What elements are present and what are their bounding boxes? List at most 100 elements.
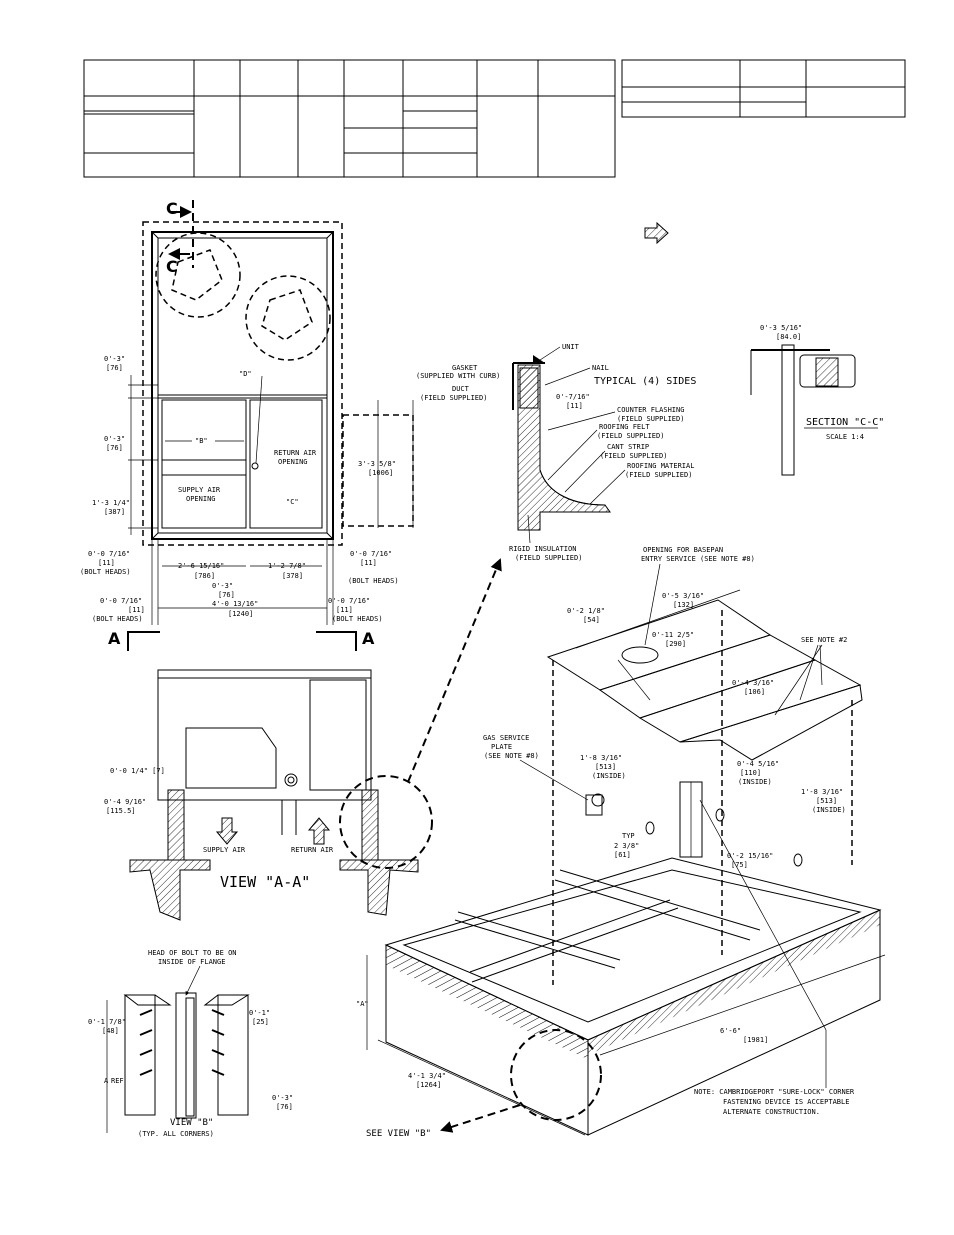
dim-right-ft: 3'-3 5/8" [358,460,396,468]
dim-bolt-right-mm: [11] [360,559,377,567]
section-cc-scale: SCALE 1:4 [826,433,864,441]
iso-dim-1264-ft: 4'-1 3/4" [408,1072,446,1080]
dim-left-1-ft: 0'-3" [104,355,125,363]
iso-dim-513-left-mm: [513] [595,763,616,771]
section-a-label-left: A [108,629,121,648]
dim-left-2-mm: [76] [106,444,123,452]
section-cc-dim-ft: 0'-3 5/16" [760,324,802,332]
dim-overall-mm: [1240] [228,610,253,618]
roofing-felt-label-2: (FIELD SUPPLIED) [597,432,664,440]
view-aa: 0'-0 1/4" [7] 0'-4 9/16" [115.5] SUPPLY … [104,558,502,921]
dim-supply-width-ft: 2'-6 15/16" [178,562,224,570]
weight-table [621,59,906,118]
view-b-ref: REF [111,1077,124,1085]
view-b: HEAD OF BOLT TO BE ON INSIDE OF FLANGE 0… [88,949,293,1138]
typical-curb-detail: UNIT GASKET (SUPPLIED WITH CURB) NAIL TY… [416,343,696,562]
iso-note-line-2: FASTENING DEVICE IS ACCEPTABLE [723,1098,849,1106]
dim-bolt-left-2-mm: [11] [128,606,145,614]
iso-dim-typ-label: TYP [622,832,635,840]
view-aa-dim-1: 0'-0 1/4" [7] [110,767,165,775]
view-b-subtitle: (TYP. ALL CORNERS) [138,1130,214,1138]
curb-spec-table [83,59,616,178]
view-b-dim-3-mm: [76] [276,1103,293,1111]
gas-plate-label-3: (SEE NOTE #8) [484,752,539,760]
label-d: "D" [239,370,252,378]
iso-note-line-1: NOTE: CAMBRIDGEPORT "SURE-LOCK" CORNER [694,1088,855,1096]
dim-center-gap-mm: [76] [218,591,235,599]
dim-bolt-right-2-ft: 0'-0 7/16" [328,597,370,605]
dim-bolt-right-note: (BOLT HEADS) [348,577,399,585]
dim-overall-ft: 4'-0 13/16" [212,600,258,608]
iso-dim-54-ft: 0'-2 1/8" [567,607,605,615]
section-c-label-top: C [166,199,178,218]
dim-left-3-mm: [387] [104,508,125,516]
detail-dim-mm: [11] [566,402,583,410]
dim-bolt-left-mm: [11] [98,559,115,567]
roofing-felt-label-1: ROOFING FELT [599,423,650,431]
cant-strip-label-1: CANT STRIP [607,443,649,451]
basepan-opening-label-2: ENTRY SERVICE (SEE NOTE #8) [641,555,755,563]
duct-label-2: (FIELD SUPPLIED) [420,394,487,402]
roofing-material-label-2: (FIELD SUPPLIED) [625,471,692,479]
iso-dim-513-right-mm: [513] [816,797,837,805]
duct-label-1: DUCT [452,385,470,393]
view-aa-title: VIEW "A-A" [220,873,310,891]
gas-plate-label-2: PLATE [491,743,512,751]
iso-dim-513-left-ft: 1'-8 3/16" [580,754,622,762]
iso-dim-1264-mm: [1264] [416,1081,441,1089]
iso-dim-75-ft: 0'-2 15/16" [727,852,773,860]
dim-return-width-mm: [378] [282,572,303,580]
iso-dim-75-mm: [75] [731,861,748,869]
iso-label-a: "A" [356,1000,369,1008]
view-b-dim-1-mm: [48] [102,1027,119,1035]
counter-flashing-label-1: COUNTER FLASHING [617,406,684,414]
rigid-insulation-label-2: (FIELD SUPPLIED) [515,554,582,562]
airflow-arrow-icon [644,221,669,245]
dim-bolt-left-2-ft: 0'-0 7/16" [100,597,142,605]
label-c: "C" [286,498,299,506]
iso-dim-110-ft: 0'-4 5/16" [737,760,779,768]
iso-dim-513-left-note: (INSIDE) [592,772,626,780]
iso-dim-typ-mm: [61] [614,851,631,859]
view-b-dim-2-mm: [25] [252,1018,269,1026]
iso-dim-513-right-ft: 1'-8 3/16" [801,788,843,796]
unit-label: UNIT [562,343,580,351]
dim-left-2-ft: 0'-3" [104,435,125,443]
rigid-insulation-label-1: RIGID INSULATION [509,545,576,553]
return-air-opening-label-1: RETURN AIR [274,449,317,457]
isometric-curb-view: OPENING FOR BASEPAN ENTRY SERVICE (SEE N… [356,546,886,1139]
section-cc-title: SECTION "C-C" [806,417,884,428]
view-aa-dim-2-mm: [115.5] [106,807,136,815]
bolt-note-1: HEAD OF BOLT TO BE ON [148,949,237,957]
supply-air-label: SUPPLY AIR [203,846,246,854]
plan-view: C C "D" "B" RETURN AIR OPENING SUPPLY AI… [80,199,414,651]
dim-bolt-left-2-note: (BOLT HEADS) [92,615,143,623]
counter-flashing-label-2: (FIELD SUPPLIED) [617,415,684,423]
view-aa-dim-2-ft: 0'-4 9/16" [104,798,146,806]
iso-dim-1981-ft: 6'-6" [720,1027,741,1035]
cant-strip-label-2: (FIELD SUPPLIED) [600,452,667,460]
iso-dim-513-right-note: (INSIDE) [812,806,846,814]
see-view-b-label: SEE VIEW "B" [366,1129,431,1139]
section-c-label-bottom: C [166,257,178,276]
iso-dim-54-mm: [54] [583,616,600,624]
return-air-label: RETURN AIR [291,846,334,854]
gasket-label-2: (SUPPLIED WITH CURB) [416,372,500,380]
iso-dim-typ-ft: 2 3/8" [614,842,639,850]
roofing-material-label-1: ROOFING MATERIAL [627,462,694,470]
dim-left-1-mm: [76] [106,364,123,372]
iso-dim-290-ft: 0'-11 2/5" [652,631,694,639]
dim-return-width-ft: 1'-2 7/8" [268,562,306,570]
return-air-opening-label-2: OPENING [278,458,308,466]
gasket-label-1: GASKET [452,364,478,372]
dim-bolt-left-ft: 0'-0 7/16" [88,550,130,558]
typical-sides-label: TYPICAL (4) SIDES [594,376,696,387]
iso-note-line-3: ALTERNATE CONSTRUCTION. [723,1108,820,1116]
supply-air-opening-label-2: OPENING [186,495,216,503]
iso-dim-132-ft: 0'-5 3/16" [662,592,704,600]
view-b-dim-3-ft: 0'-3" [272,1094,293,1102]
iso-dim-110-mm: [110] [740,769,761,777]
label-b: "B" [195,437,208,445]
section-a-label-right: A [362,629,375,648]
